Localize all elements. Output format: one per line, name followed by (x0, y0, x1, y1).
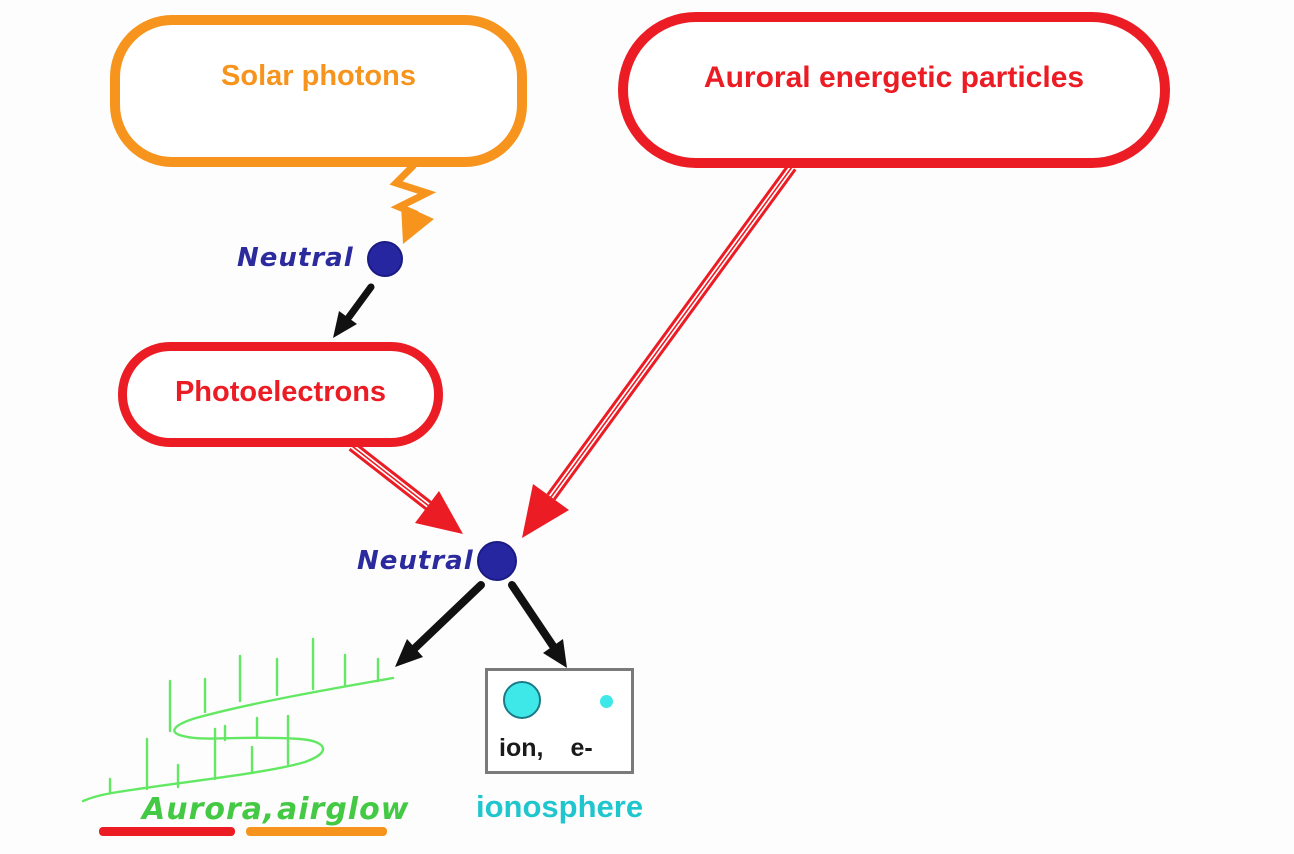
auroral-energetic-particles-label: Auroral energetic particles (703, 61, 1085, 94)
red-double-arrow-from-photoelectrons-icon (348, 441, 463, 534)
photon-squiggle-arrow-icon (389, 162, 437, 244)
aurora-red-underline (99, 827, 235, 836)
airglow-label: airglow (277, 792, 410, 827)
node-auroral-energetic-particles: Auroral energetic particles (618, 12, 1170, 168)
ion-box-labels: ion, e- (499, 734, 593, 763)
solar-photons-label: Solar photons (221, 59, 416, 92)
electron-label: e- (570, 734, 593, 762)
node-solar-photons: Solar photons (110, 15, 527, 167)
neutral-atom-bottom-dot (477, 541, 517, 581)
airglow-orange-underline (246, 827, 387, 836)
aurora-curtain-icon (81, 637, 395, 803)
black-arrow-to-photoelectrons-icon (333, 283, 375, 338)
ion-particle-icon (503, 681, 541, 719)
ion-label: ion, (499, 734, 544, 762)
photoelectrons-label: Photoelectrons (174, 376, 387, 408)
neutral-top-label: Neutral (237, 243, 354, 273)
node-photoelectrons: Photoelectrons (118, 342, 443, 447)
black-arrow-to-aurora-icon (395, 581, 485, 667)
node-ion-electron-box: ion, e- (485, 668, 634, 774)
neutral-atom-top-dot (367, 241, 403, 277)
ionosphere-label: ionosphere (476, 789, 644, 824)
aurora-label: Aurora, (142, 792, 276, 827)
black-arrow-to-ionosphere-icon (508, 581, 567, 668)
neutral-bottom-label: Neutral (357, 546, 474, 576)
red-double-arrow-from-auroral-icon (522, 163, 797, 538)
electron-particle-icon (600, 695, 613, 708)
